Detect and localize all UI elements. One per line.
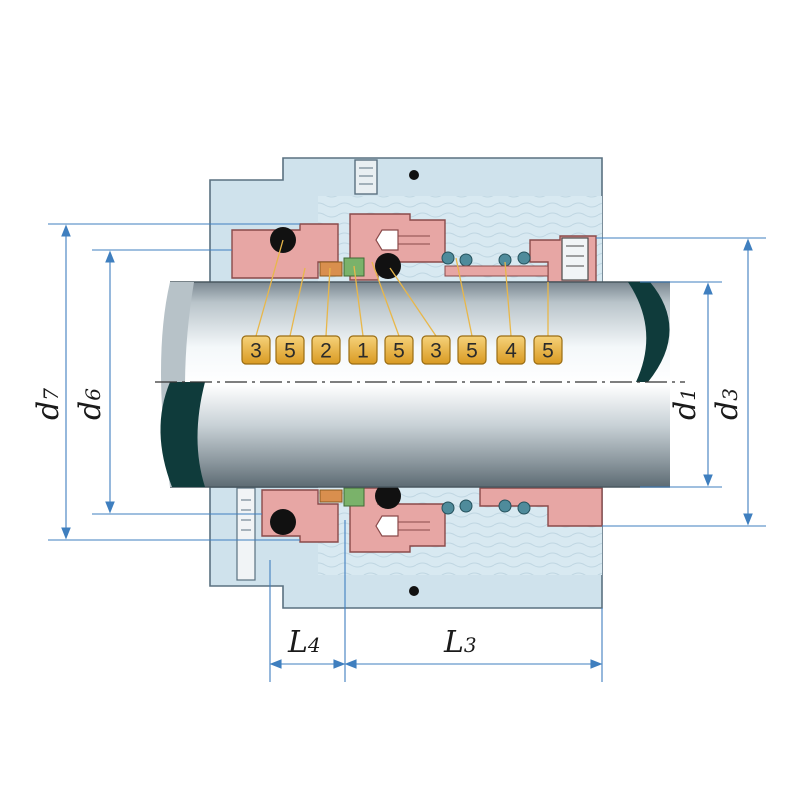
label-L3: L3	[443, 625, 477, 660]
oring-face-upper	[375, 253, 401, 279]
part-badge	[421, 335, 451, 365]
shaft-body	[170, 282, 670, 487]
set-screw-lower	[236, 487, 256, 581]
part-badge	[275, 335, 305, 365]
callout-leader	[455, 257, 473, 337]
spring-coils-upper	[441, 251, 531, 267]
seal-assembly-upper	[231, 213, 597, 283]
collar-set-screw-upper	[561, 237, 589, 281]
part-badge-label: 5	[466, 340, 478, 363]
spring-sleeve-upper	[444, 265, 549, 277]
part-badge-label: 5	[542, 340, 554, 363]
part-badge	[348, 335, 378, 365]
gasket-green-lower	[343, 487, 365, 507]
ring-orange-lower	[319, 489, 343, 503]
spring-coils-lower	[441, 499, 531, 515]
part-badge	[241, 335, 271, 365]
callout-leader	[255, 239, 284, 337]
label-L4: L4	[287, 625, 321, 660]
callout-leader	[325, 267, 331, 337]
callout-leader	[353, 265, 364, 337]
housing-oring-upper	[409, 170, 419, 180]
part-badge	[533, 335, 563, 365]
oring-face-lower	[375, 483, 401, 509]
label-d7: d7	[31, 388, 66, 420]
label-d6: d6	[73, 388, 108, 420]
part-badge-label: 4	[505, 340, 517, 363]
dimension-lines	[48, 223, 766, 682]
ring-orange-upper	[319, 261, 343, 277]
part-badge-label: 3	[250, 340, 262, 363]
drive-pin-lower	[375, 515, 399, 537]
callout-leader	[389, 267, 437, 337]
part-badge-label: 3	[430, 340, 442, 363]
part-badge-label: 1	[357, 340, 369, 363]
part-badge	[384, 335, 414, 365]
part-badge	[457, 335, 487, 365]
callout-leader	[289, 267, 306, 337]
drive-pin-upper	[375, 229, 399, 251]
part-badge	[311, 335, 341, 365]
label-d3: d3	[710, 388, 745, 420]
callout-leader	[504, 261, 512, 337]
shaft	[155, 281, 685, 488]
part-badge-label: 5	[284, 340, 296, 363]
oring-seat-lower	[270, 509, 296, 535]
callout-leader	[371, 261, 400, 337]
shaft-right-cut	[628, 282, 670, 382]
shaft-left-cut	[160, 382, 205, 487]
seal-assembly-lower	[261, 483, 603, 553]
gland-screw-upper	[354, 159, 378, 195]
part-badge-label: 2	[320, 340, 332, 363]
label-d1: d1	[668, 388, 703, 420]
part-badge-label: 5	[393, 340, 405, 363]
spring-collar-lower	[479, 487, 603, 527]
part-badge	[496, 335, 526, 365]
housing-oring-lower	[409, 586, 419, 596]
